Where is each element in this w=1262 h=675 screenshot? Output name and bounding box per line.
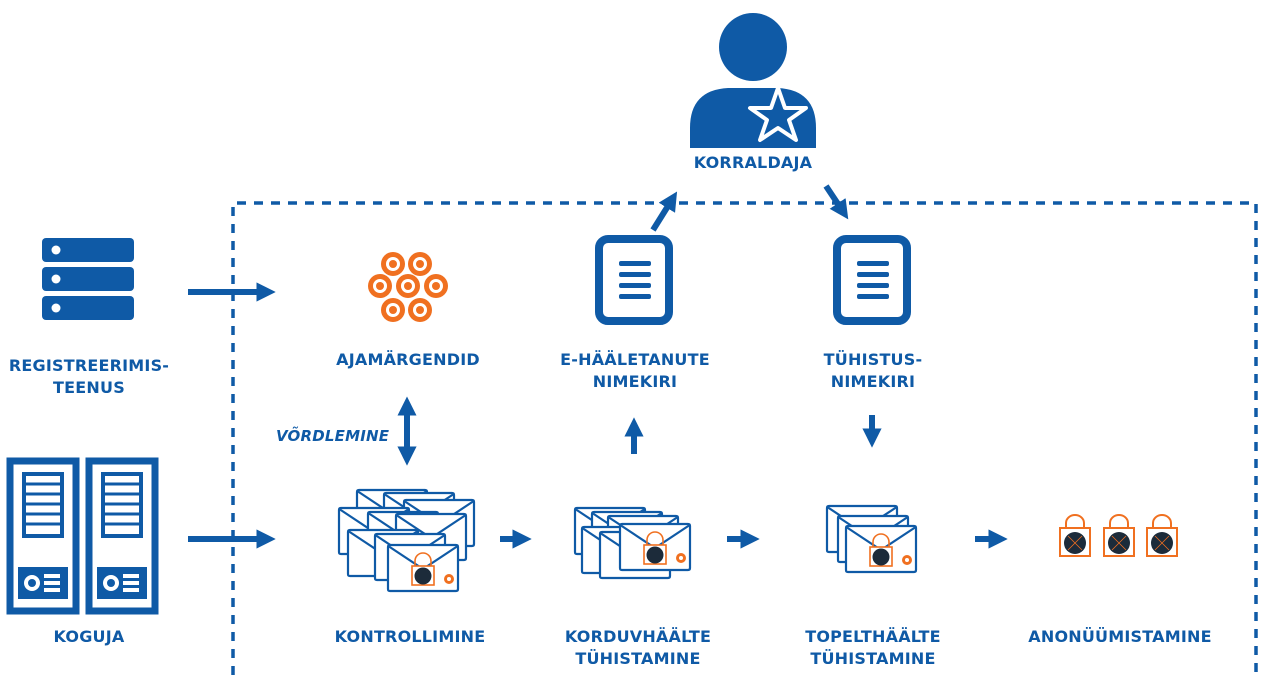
document-list-icon [837,239,907,321]
user-star-icon [690,13,816,148]
label-line: KOGUJA [53,627,125,646]
label-ajamargendid: AJAMÄRGENDID [336,349,480,371]
label-line: KONTROLLIMINE [334,627,486,646]
envelope-stack-icon [825,504,916,572]
label-line: TÜHISTUS- [823,350,923,369]
label-koguja: KOGUJA [54,626,125,648]
envelope-stack-icon [337,488,476,591]
label-line: TOPELTHÄÄLTE [805,627,941,646]
label-kontrollimine: KONTROLLIMINE [335,626,486,648]
padlock-icon [1059,514,1091,557]
label-line: ANONÜÜMISTAMINE [1028,627,1212,646]
label-tuhistus-nimekiri: TÜHISTUS- NIMEKIRI [824,349,923,393]
arrow-organizer-to-cancel-list [823,184,849,220]
label-line: KORRALDAJA [693,153,813,172]
label-line: TEENUS [53,378,125,397]
label-line: E-HÄÄLETANUTE [560,350,710,369]
envelope-stack-icon [573,506,690,580]
server-towers-icon [10,461,155,611]
label-line: REGISTREERIMIS- [8,356,170,375]
label-vordlemine: VÕRDLEMINE [276,425,389,447]
label-topelthaalte-tuhistamine: TOPELTHÄÄLTE TÜHISTAMINE [805,626,941,670]
label-line: NIMEKIRI [592,372,678,391]
document-list-icon [599,239,669,321]
label-korduvhaalte-tuhistamine: KORDUVHÄÄLTE TÜHISTAMINE [565,626,711,670]
arrow-voter-list-to-organizer [650,191,678,232]
label-line: KORDUVHÄÄLTE [564,627,712,646]
label-line: AJAMÄRGENDID [336,350,480,369]
label-registreerimisteenus: REGISTREERIMIS- TEENUS [9,355,169,399]
label-line: TÜHISTAMINE [810,649,936,668]
label-korraldaja: KORRALDAJA [694,152,813,174]
label-anonuumistamine: ANONÜÜMISTAMINE [1028,626,1211,648]
label-line: NIMEKIRI [830,372,916,391]
padlock-icon [1103,514,1135,557]
timestamp-cluster-icon [368,252,448,322]
server-stack-icon [42,238,134,320]
label-line: VÕRDLEMINE [276,427,390,445]
padlock-icon [1146,514,1178,557]
label-line: TÜHISTAMINE [575,649,701,668]
label-e-haaletanute-nimekiri: E-HÄÄLETANUTE NIMEKIRI [560,349,710,393]
